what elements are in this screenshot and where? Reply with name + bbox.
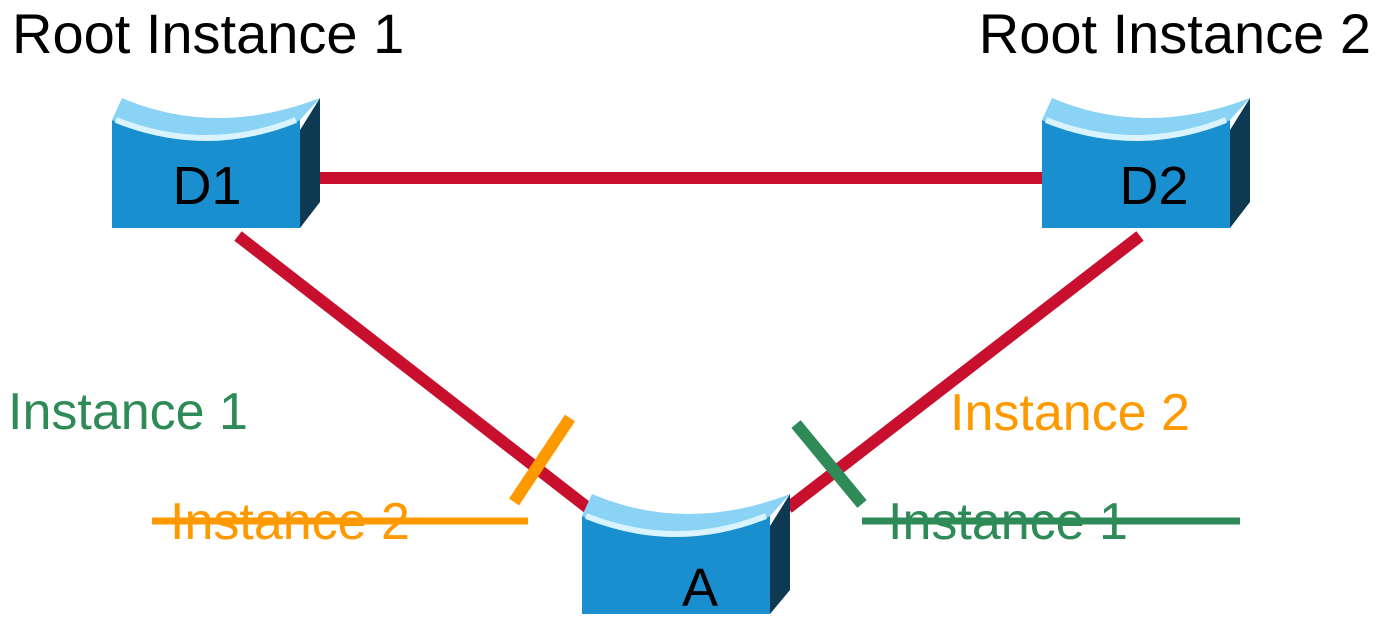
- switch-d1: D1: [112, 98, 320, 228]
- root-instance-1-heading: Root Instance 1: [12, 2, 405, 65]
- blocked-port-marker-icon-green: [791, 420, 867, 508]
- link-d1-a: [234, 231, 592, 513]
- switch-d2: D2: [1042, 98, 1250, 228]
- switch-icon: [582, 494, 790, 614]
- switch-label-d2: D2: [1119, 156, 1188, 216]
- link-d2-a: [784, 231, 1144, 513]
- switch-label-a: A: [682, 558, 718, 618]
- root-instance-2-heading: Root Instance 2: [978, 2, 1371, 65]
- switch-icon: [112, 98, 320, 228]
- links: [234, 172, 1144, 513]
- switch-icon: [1042, 98, 1250, 228]
- blocked-port-marker-icon-orange: [509, 414, 575, 506]
- forwarding-instance-1-label: Instance 1: [8, 383, 248, 441]
- blocked-instance-2-label: Instance 2: [170, 493, 410, 551]
- switch-label-d1: D1: [172, 156, 241, 216]
- switch-a: A: [582, 494, 790, 618]
- blocked-instance-1-label: Instance 1: [888, 493, 1128, 551]
- forwarding-instance-2-label: Instance 2: [950, 384, 1190, 442]
